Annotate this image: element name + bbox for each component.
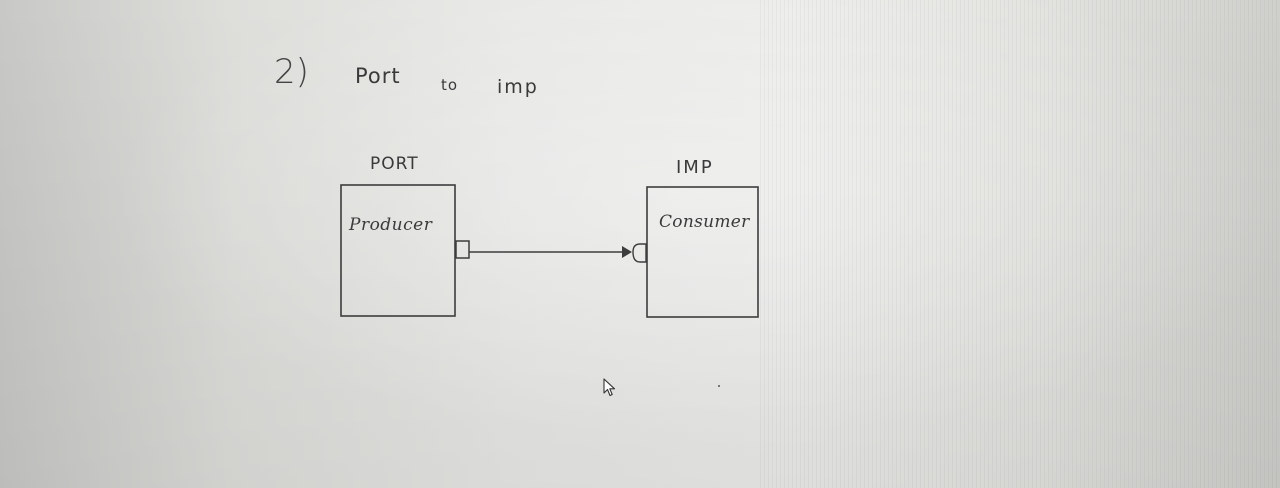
screen-speck: [718, 385, 720, 387]
imp-socket: [632, 243, 647, 263]
heading-number: 2): [274, 52, 309, 92]
producer-box-title: PORT: [370, 154, 419, 174]
connection-arrowhead: [622, 246, 632, 258]
producer-label: Producer: [349, 215, 433, 235]
screen-moire-overlay: [760, 0, 1280, 488]
heading-word-port: Port: [355, 64, 401, 88]
consumer-box: [646, 186, 759, 318]
port-square: [455, 240, 470, 259]
consumer-box-title: IMP: [676, 157, 714, 178]
heading-word-to: to: [441, 76, 459, 94]
consumer-label: Consumer: [659, 212, 750, 232]
producer-box: [340, 184, 456, 317]
mouse-pointer-icon: [603, 378, 616, 397]
heading-word-imp: imp: [497, 76, 539, 98]
